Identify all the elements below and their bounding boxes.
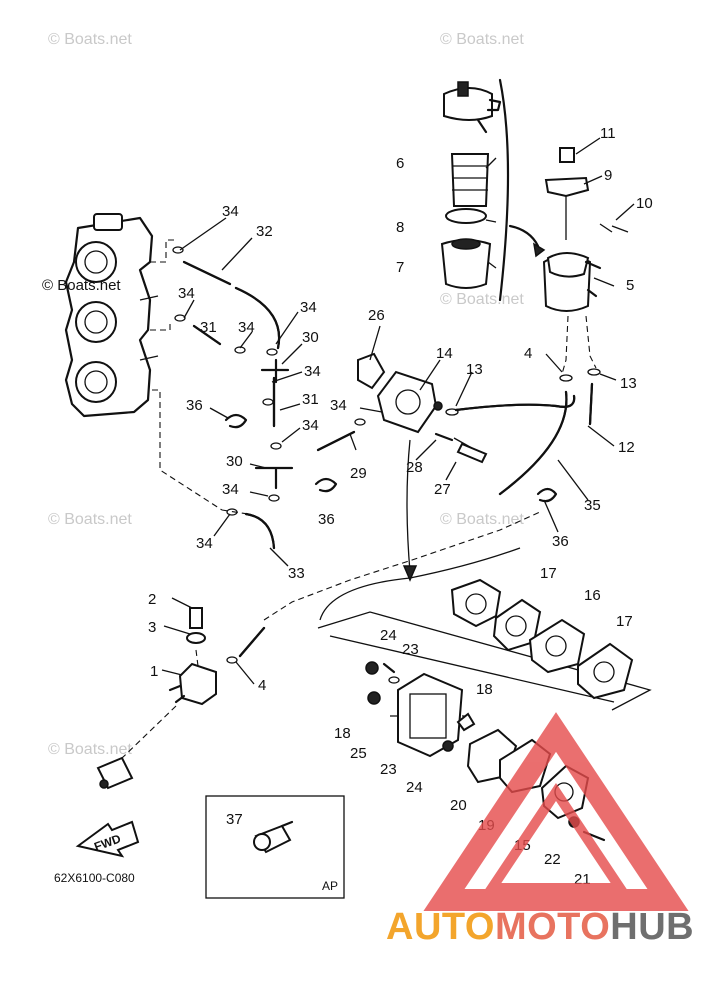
- watermark: © Boats.net: [440, 31, 524, 48]
- callout-46: 34: [304, 363, 321, 380]
- callout-3: 1: [150, 663, 158, 680]
- automotohub-brand: AUTOMOTOHUB: [386, 906, 694, 949]
- callout-37: 30: [302, 329, 319, 346]
- callout-40: 32: [256, 223, 273, 240]
- callout-54: 36: [552, 533, 569, 550]
- callout-33: 27: [434, 481, 451, 498]
- callout-numbers: 2 3 1 4 4 5 6 7 8 9 10 11 12 13 13 14 15…: [148, 125, 653, 888]
- fuel-filter-assembly: [542, 147, 629, 312]
- callout-31: 25: [350, 745, 367, 762]
- brand-auto: AUTO: [386, 906, 495, 948]
- callout-22: 18: [334, 725, 351, 742]
- watermark: © Boats.net: [48, 31, 132, 48]
- fwd-arrow-icon: FWD: [75, 820, 140, 858]
- callout-21: 18: [476, 681, 493, 698]
- leader-lines: [161, 137, 635, 685]
- callout-13: 12: [618, 439, 635, 456]
- carburetor-assembly: [64, 213, 159, 418]
- watermark-dark: © Boats.net: [42, 277, 121, 294]
- callout-16: 14: [436, 345, 453, 362]
- callout-43: 34: [178, 285, 195, 302]
- callout-50: 34: [330, 397, 347, 414]
- callout-11: 10: [636, 195, 653, 212]
- callout-34: 28: [406, 459, 423, 476]
- callout-36: 30: [226, 453, 243, 470]
- callout-10: 9: [604, 167, 612, 184]
- callout-35: 29: [350, 465, 367, 482]
- callout-29: 24: [380, 627, 397, 644]
- callout-38: 31: [200, 319, 217, 336]
- callout-52: 36: [186, 397, 203, 414]
- callout-44: 34: [238, 319, 255, 336]
- callout-5: 4: [524, 345, 532, 362]
- callout-48: 34: [222, 481, 239, 498]
- callout-51: 35: [584, 497, 601, 514]
- fuel-pump: [357, 352, 454, 442]
- callout-49: 34: [196, 535, 213, 552]
- callout-12: 11: [600, 125, 616, 142]
- callout-6: 5: [626, 277, 634, 294]
- callout-41: 33: [288, 565, 305, 582]
- callout-27: 23: [402, 641, 419, 658]
- fuel-connector-assembly: [96, 607, 266, 790]
- callout-24: 20: [450, 797, 467, 814]
- callout-18: 16: [584, 587, 601, 604]
- callout-32: 26: [368, 307, 385, 324]
- callout-28: 23: [380, 761, 397, 778]
- callout-39: 31: [302, 391, 319, 408]
- automotohub-logo-icon: [423, 712, 689, 911]
- callout-15: 13: [620, 375, 637, 392]
- brand-hub: HUB: [610, 906, 695, 948]
- inset-label: AP: [322, 879, 338, 893]
- watermark: © Boats.net: [440, 291, 524, 308]
- callout-30: 24: [406, 779, 423, 796]
- callout-8: 7: [396, 259, 404, 276]
- watermark: © Boats.net: [440, 511, 524, 528]
- inset-box: AP: [205, 795, 345, 899]
- callout-45: 34: [300, 299, 317, 316]
- fuel-filter-exploded: [440, 78, 546, 302]
- callout-20: 17: [616, 613, 633, 630]
- callout-42: 34: [222, 203, 239, 220]
- callout-9: 8: [396, 219, 404, 236]
- callout-7: 6: [396, 155, 404, 172]
- watermark: © Boats.net: [48, 741, 132, 758]
- callout-53: 36: [318, 511, 335, 528]
- callout-19: 17: [540, 565, 557, 582]
- callout-26: 22: [544, 851, 561, 868]
- callout-4: 4: [258, 677, 266, 694]
- watermark: © Boats.net: [48, 511, 132, 528]
- callout-2: 3: [148, 619, 156, 636]
- brand-moto: MOTO: [494, 906, 611, 948]
- callout-55: 37: [226, 811, 243, 828]
- callout-1: 2: [148, 591, 156, 608]
- diagram-code: 62X6100-C080: [54, 871, 135, 885]
- callout-47: 34: [302, 417, 319, 434]
- callout-14: 13: [466, 361, 483, 378]
